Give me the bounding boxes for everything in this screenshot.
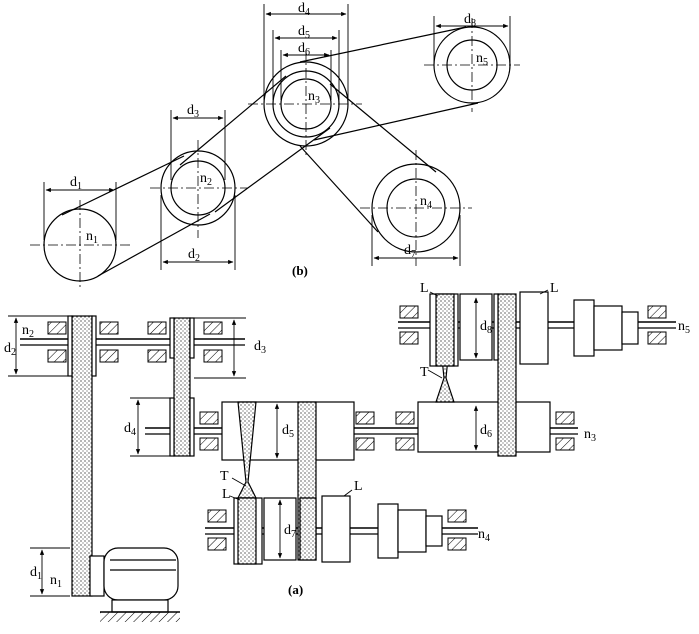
belt-long-left <box>71 315 93 597</box>
belt-n2-n3 <box>173 317 191 457</box>
label-a-d8: d8 <box>480 319 492 336</box>
belt-2-3-bot <box>214 127 331 213</box>
label-b-d2: d2 <box>188 247 200 264</box>
clutch-n4-1 <box>377 503 399 559</box>
label-a-d4: d4 <box>124 421 136 438</box>
label-b-d6: d6 <box>298 41 310 58</box>
label-a-n2: n2 <box>22 323 34 340</box>
clutch-n5-3 <box>621 311 639 345</box>
label-a-T-lower: T <box>220 469 229 484</box>
caption-a: (a) <box>288 582 303 597</box>
label-b-n4: n4 <box>420 194 432 211</box>
label-a-n4: n4 <box>478 527 490 544</box>
label-b-n5: n5 <box>476 51 488 68</box>
label-b-d4: d4 <box>298 1 310 18</box>
belt-3-4-a <box>299 145 379 233</box>
label-b-n2: n2 <box>200 171 212 188</box>
clutch-n5-1 <box>573 299 595 357</box>
label-a-d1: d1 <box>30 565 42 582</box>
label-a-n1: n1 <box>50 573 62 590</box>
label-a-L-lower-right: L <box>354 479 363 494</box>
belt-1-2-bot <box>97 213 211 277</box>
label-b-d8: d8 <box>464 12 476 29</box>
pulley-loose-n4 <box>321 495 351 563</box>
label-b-n3: n3 <box>308 89 320 106</box>
label-a-d2: d2 <box>4 341 16 358</box>
clutch-n4-2 <box>397 509 427 553</box>
label-b-d5: d5 <box>298 24 310 41</box>
bearings <box>47 305 667 551</box>
label-a-n5: n5 <box>678 319 690 336</box>
label-a-d5: d5 <box>282 423 294 440</box>
label-a-L-lower-left: L <box>222 487 231 502</box>
motor-base <box>111 599 169 613</box>
label-a-d7: d7 <box>284 523 296 540</box>
belt-1-2-top <box>61 155 185 216</box>
label-a-T-upper: T <box>420 365 429 380</box>
label-a-n3: n3 <box>584 427 596 444</box>
label-a-L-upper-right: L <box>550 281 559 296</box>
clutch-n5-2 <box>593 305 623 351</box>
motor-pulley <box>89 555 105 597</box>
belt-3-5-top <box>299 26 467 63</box>
label-a-d6: d6 <box>480 423 492 440</box>
pulley-loose-n5 <box>519 291 549 365</box>
label-b-d3: d3 <box>187 103 199 120</box>
motor-body <box>103 547 179 601</box>
belt-d6-vertical <box>497 293 517 457</box>
caption-b: (b) <box>292 263 308 278</box>
clutch-n4-3 <box>425 515 443 547</box>
view-a: d2 n2 d3 d4 d5 d6 n3 d8 n5 d7 n4 d1 n1 T… <box>4 281 690 622</box>
label-b-d7: d7 <box>404 243 416 260</box>
view-b: d1 n1 d3 n2 d2 d4 d5 d6 n3 d8 n5 n4 d7 (… <box>30 1 520 290</box>
label-b-d1: d1 <box>70 175 82 192</box>
pulley-n2-inner <box>170 160 226 216</box>
label-a-L-upper-left: L <box>420 281 429 296</box>
label-a-d3: d3 <box>254 339 266 356</box>
label-b-n1: n1 <box>86 229 98 246</box>
pulley-n5-inner <box>446 39 498 91</box>
belt-3-5-bot <box>313 102 479 141</box>
belt-3-4-b <box>329 83 437 173</box>
pulley-d6-body <box>417 401 551 453</box>
belt-2-3-top <box>179 75 287 166</box>
